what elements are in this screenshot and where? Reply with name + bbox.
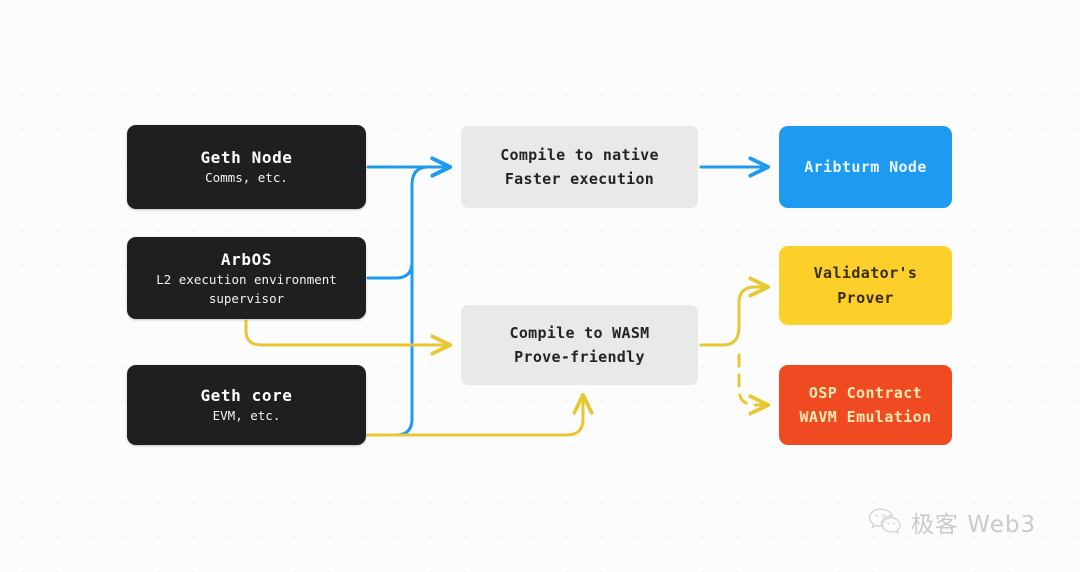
node-geth-core-subtitle: EVM, etc. xyxy=(212,408,281,424)
node-geth-node-title: Geth Node xyxy=(200,147,293,167)
node-validators-prover[interactable]: Validator's Prover xyxy=(779,246,952,325)
node-compile-to-native-subtitle: Faster execution xyxy=(504,169,655,188)
watermark: 极客 Web3 xyxy=(868,505,1036,539)
node-geth-core[interactable]: Geth core EVM, etc. xyxy=(127,365,366,445)
edge-geth-core-to-compile-wasm xyxy=(366,396,583,437)
node-arbos[interactable]: ArbOS L2 execution environment superviso… xyxy=(127,237,366,319)
edge-arbos-to-blue-trunk xyxy=(366,260,414,280)
node-arbitrum-node-title: Aribturm Node xyxy=(804,157,927,176)
edge-blue-trunk xyxy=(366,167,449,437)
node-arbos-subtitle-line2: supervisor xyxy=(208,290,285,306)
node-arbitrum-node[interactable]: Aribturm Node xyxy=(779,126,952,208)
node-osp-contract-subtitle: WAVM Emulation xyxy=(799,408,932,426)
node-compile-to-native[interactable]: Compile to native Faster execution xyxy=(461,126,698,208)
edge-arbos-to-compile-wasm xyxy=(244,319,449,345)
node-compile-to-wasm-title: Compile to WASM xyxy=(509,324,650,343)
node-geth-core-title: Geth core xyxy=(200,385,293,405)
wechat-icon xyxy=(868,508,901,535)
watermark-text: 极客 Web3 xyxy=(911,512,1037,538)
edge-compile-wasm-to-validators-prover xyxy=(699,287,767,347)
node-arbos-title: ArbOS xyxy=(220,249,273,269)
node-geth-node-subtitle: Comms, etc. xyxy=(205,170,288,186)
node-compile-to-native-title: Compile to native xyxy=(500,146,659,165)
node-osp-contract[interactable]: OSP Contract WAVM Emulation xyxy=(779,365,952,445)
node-arbos-subtitle: L2 execution environment xyxy=(156,271,337,287)
node-validators-prover-subtitle: Prover xyxy=(837,288,894,307)
node-validators-prover-title: Validator's xyxy=(813,264,918,283)
node-compile-to-wasm[interactable]: Compile to WASM Prove-friendly xyxy=(461,305,698,385)
node-compile-to-wasm-subtitle: Prove-friendly xyxy=(514,347,645,366)
edge-compile-wasm-to-osp-contract xyxy=(737,353,767,405)
node-geth-node[interactable]: Geth Node Comms, etc. xyxy=(127,125,366,209)
node-osp-contract-title: OSP Contract xyxy=(808,383,923,402)
